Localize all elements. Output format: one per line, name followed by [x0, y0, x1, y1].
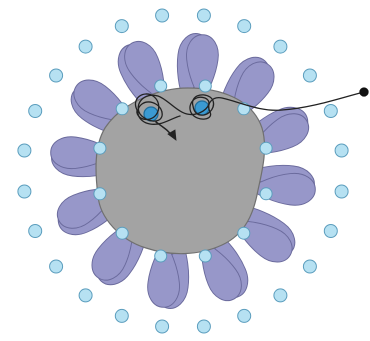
outer-sphere [29, 105, 42, 118]
outer-sphere [238, 309, 251, 322]
outer-sphere [324, 105, 337, 118]
inner-sphere [199, 80, 211, 92]
inner-sphere [260, 142, 272, 154]
strand-end-dot [360, 88, 368, 96]
inner-sphere [116, 227, 128, 239]
outer-sphere [18, 144, 31, 157]
outer-sphere [324, 225, 337, 238]
inner-sphere [155, 80, 167, 92]
outer-sphere [274, 40, 287, 53]
outer-sphere [115, 20, 128, 33]
inner-sphere [94, 142, 106, 154]
inner-sphere [155, 250, 167, 262]
outer-sphere [50, 260, 63, 273]
outer-sphere [197, 320, 210, 333]
outer-sphere [197, 9, 210, 22]
outer-sphere [303, 69, 316, 82]
inner-sphere [260, 188, 272, 200]
outer-sphere [335, 144, 348, 157]
outer-sphere [238, 20, 251, 33]
outer-sphere [29, 225, 42, 238]
inner-sphere [116, 103, 128, 115]
outer-sphere [274, 289, 287, 302]
outer-sphere [303, 260, 316, 273]
outer-sphere [79, 289, 92, 302]
outer-sphere [79, 40, 92, 53]
outer-sphere [50, 69, 63, 82]
outer-sphere [156, 9, 169, 22]
outer-sphere [335, 185, 348, 198]
outer-sphere [115, 309, 128, 322]
outer-sphere [18, 185, 31, 198]
inner-sphere [199, 250, 211, 262]
inner-sphere [94, 188, 106, 200]
inner-sphere [238, 227, 250, 239]
outer-sphere [156, 320, 169, 333]
